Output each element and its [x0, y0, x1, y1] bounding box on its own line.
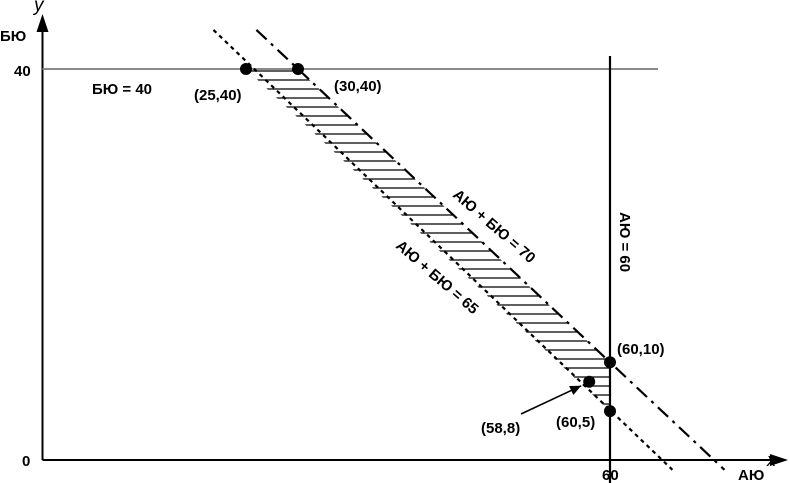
label-ay-60: АЮ = 60 — [616, 212, 633, 272]
line-sum-65 — [212, 29, 674, 471]
point-p30_40 — [292, 63, 304, 75]
point-label-30-40: (30,40) — [334, 78, 382, 95]
point-p58_8 — [583, 375, 596, 388]
points-group — [240, 63, 616, 418]
point-p60_5 — [604, 405, 616, 418]
line-sum-70 — [255, 29, 726, 471]
point-label-25-40: (25,40) — [194, 87, 242, 104]
point-label-58-8: (58,8) — [481, 420, 520, 437]
y-axis-name: БЮ — [0, 28, 26, 45]
point-p25_40 — [240, 63, 252, 75]
label-sum-70: АЮ + БЮ = 70 — [449, 186, 538, 267]
x-axis-name: АЮ — [738, 467, 764, 483]
x-variable-label: x — [766, 450, 777, 470]
pointer-arrowhead-icon — [569, 385, 582, 395]
origin-label: 0 — [22, 453, 30, 470]
feasible-region-hatch — [246, 70, 610, 405]
point-label-60-10: (60,10) — [617, 341, 665, 358]
x-tick-60: 60 — [602, 467, 619, 483]
y-variable-label: y — [32, 0, 45, 16]
point-p60_10 — [604, 356, 616, 369]
pointer-line-58-8 — [520, 385, 582, 415]
point-label-60-5: (60,5) — [556, 414, 595, 431]
x-axis-arrow-icon — [770, 454, 788, 466]
y-tick-40: 40 — [14, 63, 31, 80]
label-by-40: БЮ = 40 — [92, 81, 152, 98]
y-axis-arrow-icon — [36, 14, 49, 32]
